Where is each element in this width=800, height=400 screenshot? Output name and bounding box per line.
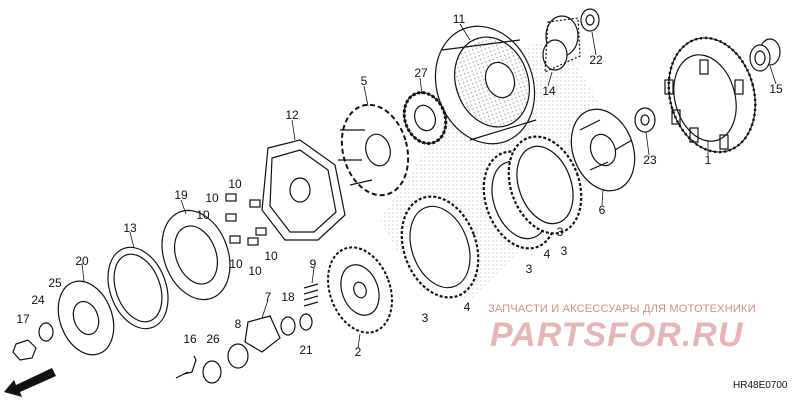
callout-19: 19 — [174, 188, 188, 202]
part-22-washer — [580, 8, 600, 32]
callout-8: 8 — [234, 317, 242, 331]
callout-21: 21 — [299, 343, 313, 357]
part-24-washer — [38, 322, 54, 342]
callout-10-b: 10 — [205, 191, 219, 205]
callout-10-a: 10 — [228, 177, 242, 191]
part-15-bushing — [749, 38, 781, 72]
callout-3-d: 3 — [556, 225, 564, 239]
callout-10-e: 10 — [248, 264, 262, 278]
part-1-clutch-housing — [664, 36, 757, 154]
callout-14: 14 — [542, 84, 556, 98]
leader-lines — [81, 23, 777, 349]
callout-11: 11 — [452, 12, 466, 26]
watermark-caption: ЗАПЧАСТИ И АКСЕССУАРЫ ДЛЯ МОТОТЕХНИКИ — [488, 303, 756, 315]
callout-3-c: 3 — [560, 244, 568, 258]
callout-7: 7 — [264, 290, 272, 304]
part-5-sprocket-hub — [338, 103, 410, 197]
callout-2: 2 — [354, 345, 362, 359]
front-direction-arrow — [4, 368, 56, 397]
diagram-code: HR48E0700 — [733, 380, 788, 391]
part-6-plate — [570, 108, 636, 192]
callout-3-a: 3 — [421, 311, 429, 325]
part-26-bearing — [202, 360, 222, 384]
callout-23: 23 — [643, 153, 657, 167]
part-8-bearing — [227, 343, 249, 369]
part-13-ring — [107, 246, 169, 330]
callout-1: 1 — [704, 153, 712, 167]
part-16-bolt — [175, 355, 197, 379]
callout-5: 5 — [360, 74, 368, 88]
callout-4-a: 4 — [463, 300, 471, 314]
callout-26: 26 — [206, 332, 220, 346]
callout-6: 6 — [598, 203, 606, 217]
callout-18: 18 — [281, 290, 295, 304]
watermark-logo: PARTSFOR.RU — [490, 316, 744, 354]
part-9-spring — [303, 283, 319, 307]
part-3-4-disc-stack — [400, 135, 583, 299]
callout-10-d: 10 — [229, 257, 243, 271]
callout-25: 25 — [48, 276, 62, 290]
callout-20: 20 — [75, 254, 89, 268]
callout-16: 16 — [183, 332, 197, 346]
part-20-cover-plate — [57, 280, 115, 356]
callout-10-c: 10 — [196, 208, 210, 222]
part-2-clutch-center — [327, 246, 393, 334]
part-11-clutch-outer — [434, 25, 537, 145]
callout-9: 9 — [309, 257, 317, 271]
callout-13: 13 — [123, 221, 137, 235]
callout-4-b: 4 — [543, 247, 551, 261]
callout-3-b: 3 — [525, 262, 533, 276]
part-18-cap — [280, 316, 296, 336]
part-14-gear-shaft — [542, 15, 581, 73]
callout-15: 15 — [769, 82, 783, 96]
callout-24: 24 — [31, 293, 45, 307]
callout-22: 22 — [589, 53, 603, 67]
callout-17: 17 — [16, 312, 30, 326]
part-21-washer — [299, 313, 313, 331]
part-7-lifter-plate — [244, 315, 281, 353]
callout-27: 27 — [414, 66, 428, 80]
callout-12: 12 — [285, 108, 299, 122]
callout-10-f: 10 — [264, 249, 278, 263]
part-12-clutch-weights — [261, 139, 346, 241]
part-10-bolts — [225, 193, 267, 246]
part-23-washer — [634, 107, 656, 133]
part-27-bearing — [402, 91, 448, 145]
part-17-nut — [12, 339, 37, 361]
